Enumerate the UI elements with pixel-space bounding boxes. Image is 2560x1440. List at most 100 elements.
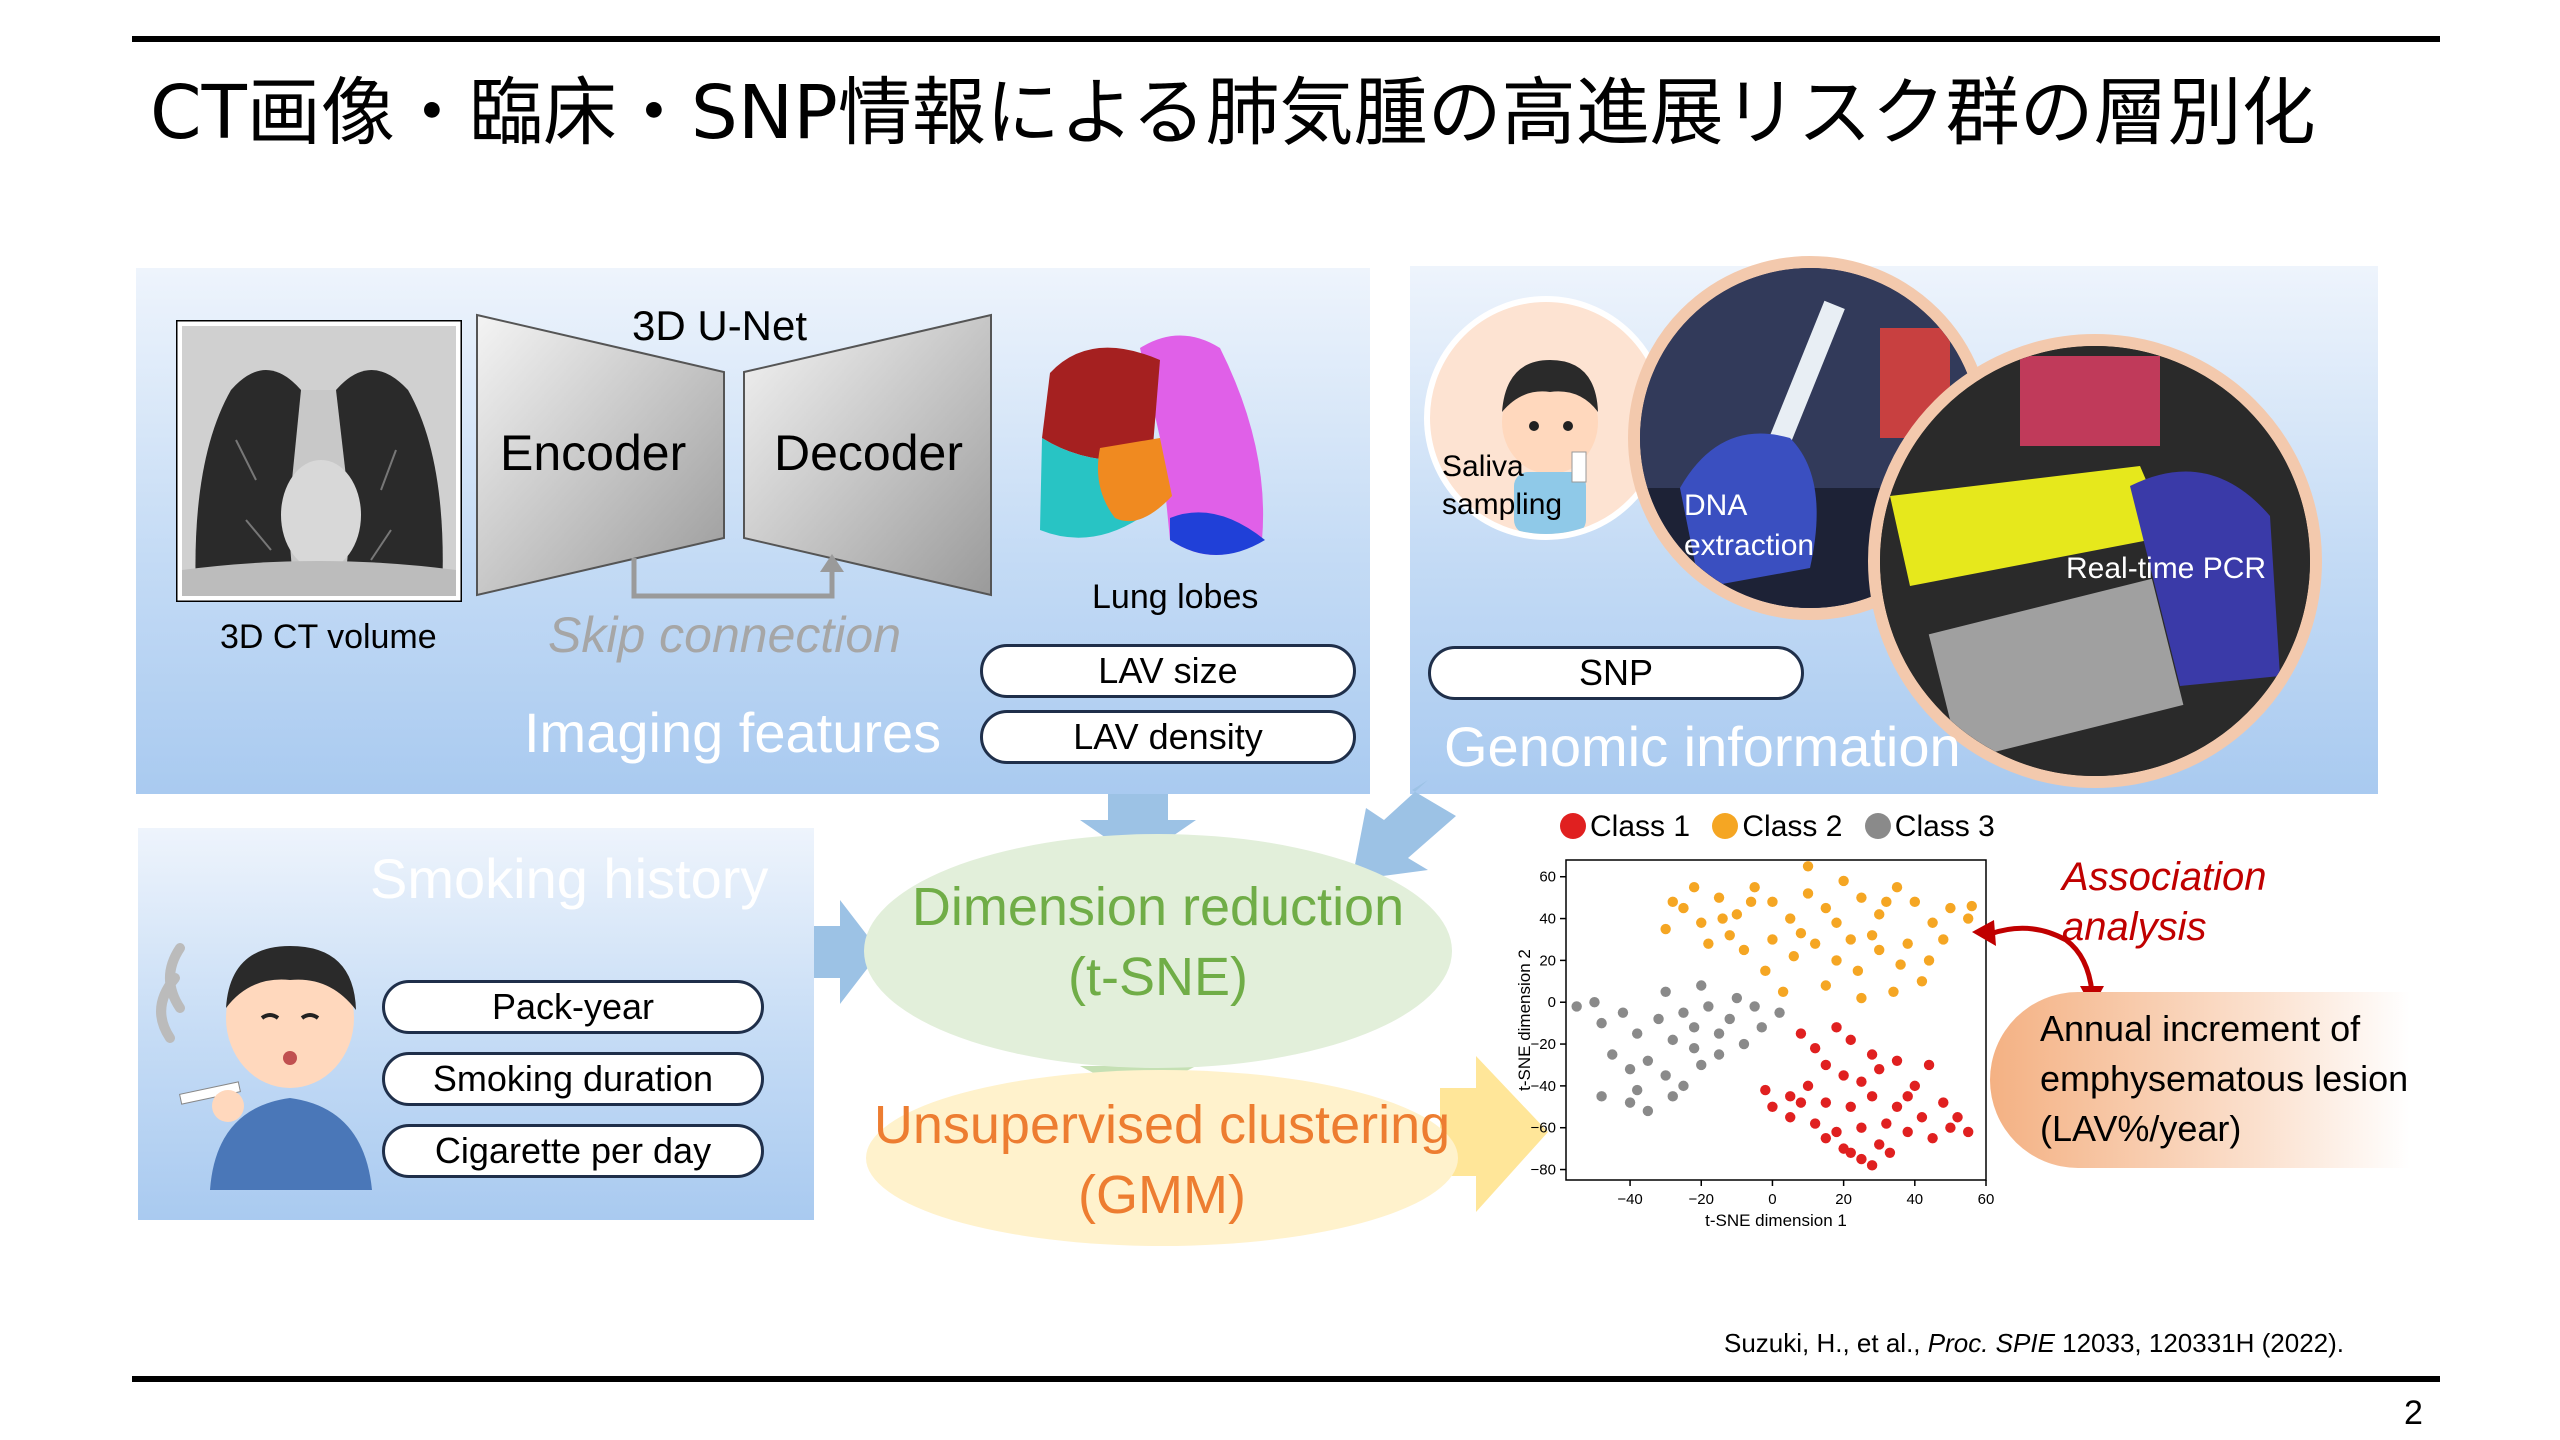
legend-class2-marker (1712, 813, 1739, 839)
scatter-point-class1 (1785, 1091, 1796, 1102)
citation-authors: Suzuki, H., et al., (1724, 1328, 1928, 1358)
scatter-point-class2 (1767, 896, 1778, 908)
arrow-smoking-right (814, 900, 880, 1004)
arrow-imaging-down (1080, 794, 1196, 860)
scatter-point-class2 (1767, 934, 1778, 945)
scatter-point-class2 (1809, 938, 1821, 949)
association-label: Association analysis (2062, 852, 2267, 952)
scatter-point-class3 (1642, 1055, 1654, 1066)
scatter-point-class2 (1856, 892, 1867, 903)
scatter-point-class2 (1966, 900, 1977, 912)
feature-pill-pack-year: Pack-year (382, 980, 764, 1034)
scatter-point-class3 (1667, 1091, 1678, 1102)
scatter-point-class2 (1802, 888, 1814, 899)
scatter-point-class1 (1856, 1122, 1867, 1133)
saliva-label: Saliva sampling (1442, 448, 1562, 524)
scatter-point-class2 (1717, 913, 1728, 924)
scatter-point-class2 (1909, 896, 1921, 908)
citation-journal: Proc. SPIE (1927, 1328, 2055, 1358)
clustering-ellipse (866, 1070, 1458, 1246)
scatter-point-class2 (1703, 938, 1714, 949)
scatter-point-class3 (1596, 1017, 1607, 1029)
legend-class2-label: Class 2 (1742, 810, 1843, 843)
scatter-point-class3 (1660, 986, 1671, 997)
y-tick-label: 0 (1548, 994, 1556, 1011)
scatter-point-class3 (1642, 1105, 1654, 1117)
dimred-line1: Dimension reduction (911, 877, 1405, 937)
pcr-label: Real-time PCR (2066, 552, 2267, 585)
y-tick-label: −20 (1531, 1036, 1556, 1053)
scatter-point-class3 (1667, 1034, 1678, 1046)
scatter-point-class1 (1767, 1101, 1778, 1112)
scatter-point-class1 (1838, 1070, 1849, 1081)
decoder-block (743, 313, 992, 597)
scatter-point-class1 (1802, 1080, 1814, 1092)
scatter-point-class2 (1888, 986, 1899, 997)
smoker-illustration (156, 943, 372, 1190)
dimension-reduction-ellipse (864, 834, 1452, 1068)
legend-class1-marker (1560, 813, 1586, 839)
ct-volume-label: 3D CT volume (220, 618, 437, 656)
scatter-point-class1 (1760, 1084, 1771, 1096)
scatter-point-class1 (1845, 1147, 1856, 1159)
legend-class1: Class 1 (1560, 810, 1690, 843)
scatter-point-class2 (1852, 965, 1864, 977)
scatter-point-class3 (1631, 1028, 1643, 1039)
scatter-point-class1 (1845, 1034, 1856, 1046)
x-tick-label: 60 (1978, 1191, 1995, 1208)
scatter-point-class1 (1916, 1112, 1928, 1123)
decoder-label: Decoder (774, 425, 963, 481)
citation: Suzuki, H., et al., Proc. SPIE 12033, 12… (1724, 1328, 2344, 1359)
scatter-point-class2 (1874, 944, 1885, 956)
scatter-point-class3 (1696, 980, 1707, 991)
citation-details: 12033, 120331H (2022). (2054, 1328, 2345, 1358)
scatter-point-class1 (1820, 1059, 1832, 1071)
scatter-point-class1 (1938, 1097, 1949, 1108)
outcome-label: Annual increment of emphysematous lesion… (2040, 1004, 2408, 1154)
y-tick-label: −60 (1531, 1120, 1556, 1137)
outcome-line1: Annual increment of (2040, 1008, 2361, 1049)
saliva-label-line1: Saliva (1442, 450, 1524, 483)
y-tick-label: 20 (1539, 952, 1556, 969)
scatter-point-class1 (1923, 1059, 1935, 1071)
scatter-point-class3 (1624, 1063, 1636, 1075)
cluster-line1: Unsupervised clustering (873, 1095, 1451, 1155)
imaging-features-title: Imaging features (524, 701, 942, 764)
encoder-block (476, 313, 725, 597)
arrow-cluster-right (1440, 1056, 1548, 1212)
feature-pill-cigarette-per-day: Cigarette per day (382, 1124, 764, 1178)
scatter-point-class3 (1724, 1013, 1735, 1025)
x-tick-label: −20 (1689, 1191, 1714, 1208)
scatter-point-class3 (1678, 1007, 1689, 1018)
legend-class3: Class 3 (1864, 810, 1995, 843)
scatter-point-class2 (1788, 951, 1799, 962)
top-rule (132, 36, 2440, 42)
scatter-point-class2 (1916, 976, 1928, 987)
y-tick-label: 40 (1539, 911, 1556, 928)
scatter-point-class1 (1891, 1055, 1903, 1066)
scatter-point-class1 (1874, 1063, 1885, 1075)
scatter-point-class2 (1713, 892, 1725, 903)
association-line2: analysis (2062, 905, 2207, 949)
feature-pill-lav-density: LAV density (980, 710, 1356, 764)
x-tick-label: 40 (1906, 1191, 1923, 1208)
scatter-point-class1 (1795, 1028, 1807, 1039)
scatter-point-class2 (1838, 875, 1849, 887)
scatter-point-class3 (1703, 1001, 1714, 1012)
scatter-point-class3 (1713, 1049, 1725, 1060)
scatter-point-class3 (1678, 1080, 1689, 1092)
feature-pill-lav-size: LAV size (980, 644, 1356, 698)
scatter-point-class2 (1881, 896, 1892, 908)
feature-pill-smoking-duration: Smoking duration (382, 1052, 764, 1106)
y-tick-label: −40 (1531, 1078, 1556, 1095)
unet-diagram (476, 313, 992, 599)
outcome-line3: (LAV%/year) (2040, 1108, 2242, 1149)
dimred-line2: (t-SNE) (1068, 947, 1248, 1007)
scatter-point-class1 (1856, 1076, 1867, 1087)
scatter-point-class2 (1667, 896, 1678, 908)
scatter-point-class3 (1596, 1091, 1607, 1102)
scatter-point-class1 (1881, 1118, 1892, 1129)
scatter-point-class1 (1902, 1091, 1913, 1102)
scatter-point-class1 (1952, 1112, 1963, 1123)
